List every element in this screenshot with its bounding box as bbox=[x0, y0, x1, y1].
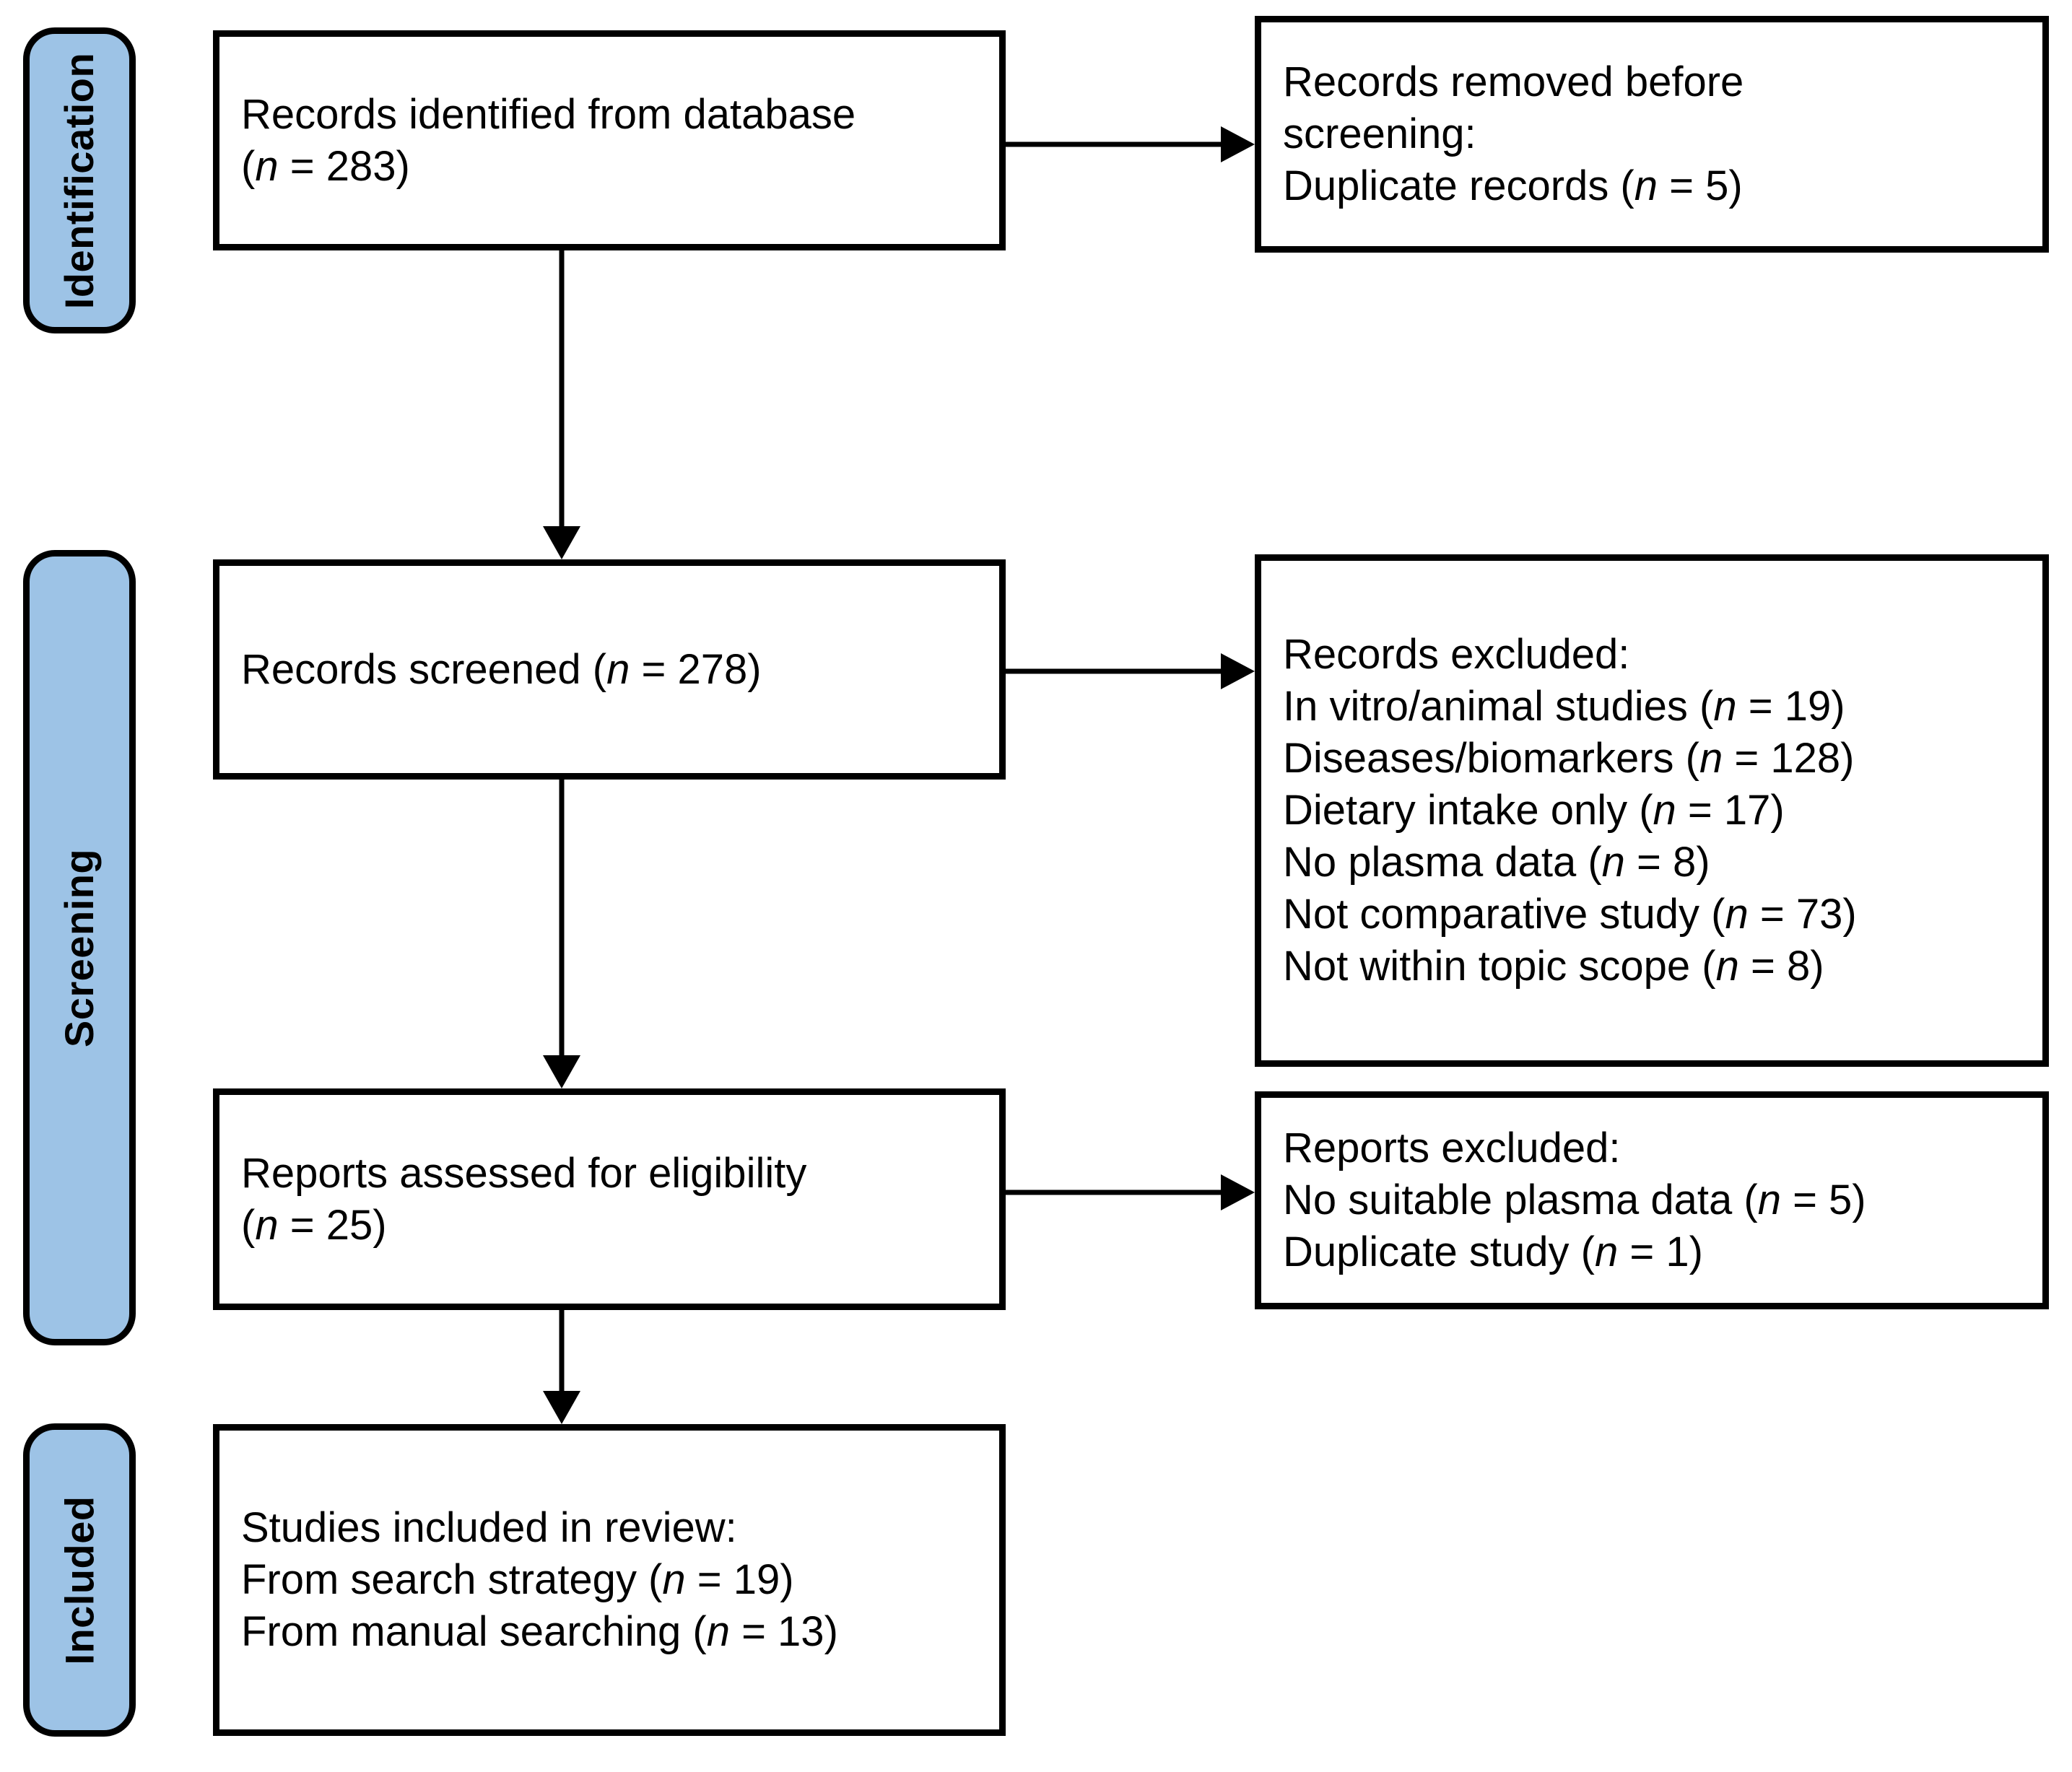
connector-screened-to-excluded bbox=[1006, 650, 1257, 693]
line-studies-included-2: From manual searching (n = 13) bbox=[241, 1607, 838, 1655]
box-records-excluded-text: Records excluded: In vitro/animal studie… bbox=[1261, 629, 2042, 992]
box-records-screened: Records screened (n = 278) bbox=[213, 559, 1006, 780]
line-records-excluded-2: Diseases/biomarkers (n = 128) bbox=[1283, 735, 1855, 782]
line-records-removed-2: Duplicate records (n = 5) bbox=[1283, 162, 1743, 209]
line-records-excluded-1: In vitro/animal studies (n = 19) bbox=[1283, 683, 1845, 730]
box-reports-excluded: Reports excluded: No suitable plasma dat… bbox=[1255, 1091, 2049, 1309]
line-reports-excluded-1: No suitable plasma data (n = 5) bbox=[1283, 1177, 1866, 1224]
line-records-excluded-0: Records excluded: bbox=[1283, 631, 1630, 678]
box-records-identified: Records identified from database (n = 28… bbox=[213, 30, 1006, 250]
line-reports-excluded-0: Reports excluded: bbox=[1283, 1125, 1621, 1172]
box-studies-included-text: Studies included in review: From search … bbox=[219, 1502, 999, 1658]
line-records-excluded-4: No plasma data (n = 8) bbox=[1283, 838, 1710, 886]
stage-pill-identification: Identification bbox=[23, 27, 136, 333]
box-records-excluded: Records excluded: In vitro/animal studie… bbox=[1255, 554, 2049, 1067]
line-records-removed-0: Records removed before bbox=[1283, 58, 1744, 106]
box-records-removed-text: Records removed before screening: Duplic… bbox=[1261, 56, 2042, 212]
line-records-excluded-3: Dietary intake only (n = 17) bbox=[1283, 787, 1785, 834]
line-records-excluded-5: Not comparative study (n = 73) bbox=[1283, 890, 1857, 938]
box-records-removed: Records removed before screening: Duplic… bbox=[1255, 16, 2049, 253]
stage-label-identification: Identification bbox=[56, 52, 103, 309]
stage-pill-included: Included bbox=[23, 1423, 136, 1737]
box-records-screened-text: Records screened (n = 278) bbox=[219, 644, 999, 696]
box-reports-excluded-text: Reports excluded: No suitable plasma dat… bbox=[1261, 1122, 2042, 1278]
line-records-screened-0: Records screened (n = 278) bbox=[241, 645, 762, 693]
line-reports-assessed-0: Reports assessed for eligibility bbox=[241, 1149, 807, 1197]
box-records-identified-text: Records identified from database (n = 28… bbox=[219, 89, 999, 193]
line-reports-assessed-1: (n = 25) bbox=[241, 1201, 387, 1249]
line-reports-excluded-2: Duplicate study (n = 1) bbox=[1283, 1228, 1703, 1275]
stage-label-included: Included bbox=[56, 1495, 103, 1665]
box-studies-included: Studies included in review: From search … bbox=[213, 1424, 1006, 1736]
line-records-identified-0: Records identified from database bbox=[241, 90, 856, 138]
box-reports-assessed: Reports assessed for eligibility (n = 25… bbox=[213, 1088, 1006, 1310]
connector-assessed-to-reports-excluded bbox=[1006, 1171, 1257, 1214]
connector-screened-to-assessed bbox=[540, 780, 583, 1090]
line-records-identified-1: (n = 283) bbox=[241, 142, 410, 190]
connector-assessed-to-included bbox=[540, 1310, 583, 1426]
line-studies-included-1: From search strategy (n = 19) bbox=[241, 1556, 794, 1604]
stage-pill-screening: Screening bbox=[23, 550, 136, 1345]
connector-identified-to-removed bbox=[1006, 123, 1257, 166]
line-records-removed-1: screening: bbox=[1283, 110, 1476, 158]
connector-identified-to-screened bbox=[540, 250, 583, 561]
line-records-excluded-6: Not within topic scope (n = 8) bbox=[1283, 942, 1824, 990]
line-studies-included-0: Studies included in review: bbox=[241, 1504, 737, 1552]
box-reports-assessed-text: Reports assessed for eligibility (n = 25… bbox=[219, 1148, 999, 1252]
stage-label-screening: Screening bbox=[56, 848, 103, 1047]
